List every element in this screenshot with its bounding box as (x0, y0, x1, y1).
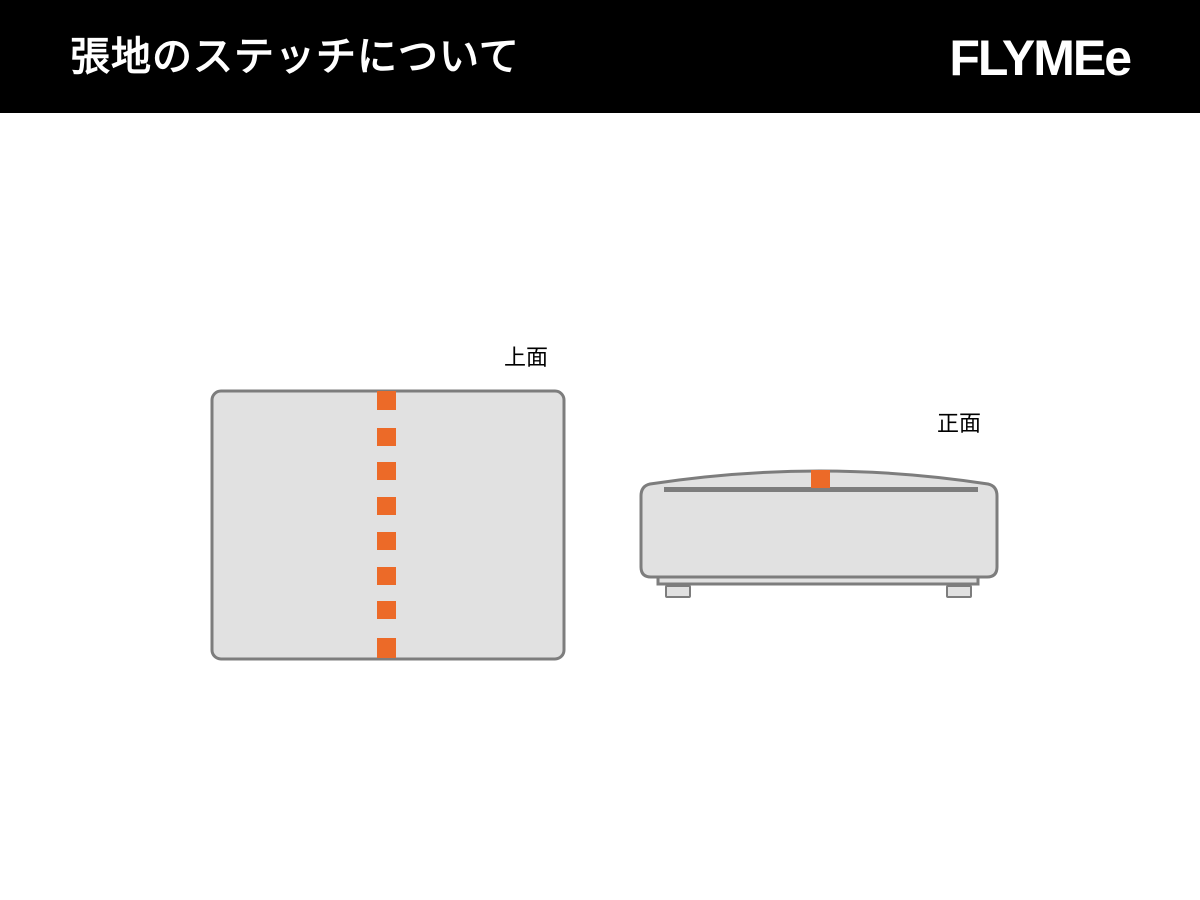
stitch-mark (377, 391, 396, 410)
stitch-mark (377, 567, 396, 585)
front-view-leg-right (946, 585, 972, 598)
front-view-seam (664, 487, 978, 492)
page-title: 張地のステッチについて (70, 34, 520, 80)
stitch-mark (377, 532, 396, 550)
header-bar: 張地のステッチについて FLYMEe (0, 0, 1200, 113)
top-view-stitch-line (377, 391, 396, 658)
stitch-mark (377, 462, 396, 480)
stitch-mark (377, 638, 396, 658)
top-view (210, 389, 566, 661)
stitch-mark (377, 497, 396, 515)
front-view-leg-left (665, 585, 691, 598)
brand-logo: FLYMEe (949, 30, 1132, 86)
top-view-label: 上面 (504, 346, 549, 371)
stitch-mark (377, 601, 396, 619)
stitch-mark (377, 428, 396, 446)
front-view (639, 469, 999, 598)
front-view-stitch-mark (811, 470, 830, 488)
front-view-label: 正面 (937, 412, 982, 437)
